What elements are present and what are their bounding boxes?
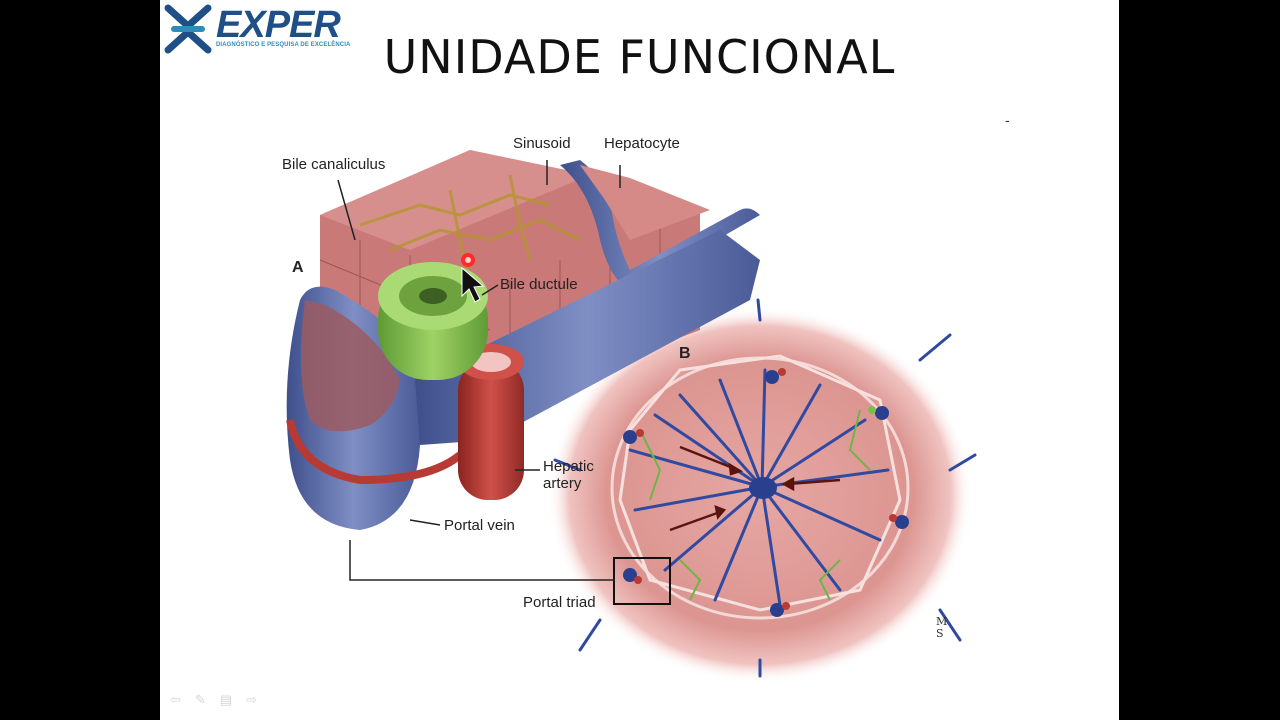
- label-hepatic-artery-line2: artery: [543, 475, 582, 492]
- label-sinusoid: Sinusoid: [513, 135, 571, 152]
- exper-logo-mark-icon: [164, 4, 212, 54]
- logo-brand-text: EXPER: [216, 4, 341, 46]
- callout-leaders: [337, 160, 621, 581]
- portal-triads: [623, 368, 909, 617]
- forward-arrow-icon[interactable]: ⇨: [246, 692, 258, 707]
- label-hepatocyte: Hepatocyte: [604, 135, 680, 152]
- stray-dash: -: [1005, 112, 1010, 128]
- pen-icon[interactable]: ✎: [194, 692, 206, 707]
- exper-logo: EXPER DIAGNÓSTICO E PESQUISA DE EXCELÊNC…: [164, 2, 350, 58]
- menu-icon[interactable]: ▤: [219, 692, 233, 707]
- label-portal-triad: Portal triad: [523, 594, 596, 611]
- label-bile-ductule: Bile ductule: [500, 276, 578, 293]
- slide-title: UNIDADE FUNCIONAL: [383, 30, 896, 84]
- label-hepatic-artery-line1: Hepatic: [543, 458, 594, 475]
- lobule-cross-section: [548, 298, 977, 683]
- laser-pointer-cursor-icon: [461, 253, 485, 303]
- hepatic-artery: [286, 344, 524, 500]
- label-bile-canaliculus: Bile canaliculus: [282, 156, 386, 173]
- svg-text:M: M: [936, 615, 947, 628]
- svg-text:S: S: [936, 627, 944, 640]
- back-arrow-icon[interactable]: ⇦: [170, 692, 181, 707]
- logo-tagline: DIAGNÓSTICO E PESQUISA DE EXCELÊNCIA: [216, 42, 351, 48]
- slide: EXPER DIAGNÓSTICO E PESQUISA DE EXCELÊNC…: [160, 0, 1119, 720]
- portal-triad-highlight-box: [613, 557, 671, 605]
- label-panel-b: B: [679, 345, 691, 362]
- label-portal-vein: Portal vein: [444, 517, 515, 534]
- bile-ductule: [378, 262, 488, 380]
- artist-signature: M S: [936, 615, 947, 640]
- liver-lobule-illustration: M S: [286, 150, 977, 683]
- slideshow-nav: ⇦ ✎ ▤ ⇨: [170, 692, 257, 708]
- label-panel-a: A: [292, 259, 304, 276]
